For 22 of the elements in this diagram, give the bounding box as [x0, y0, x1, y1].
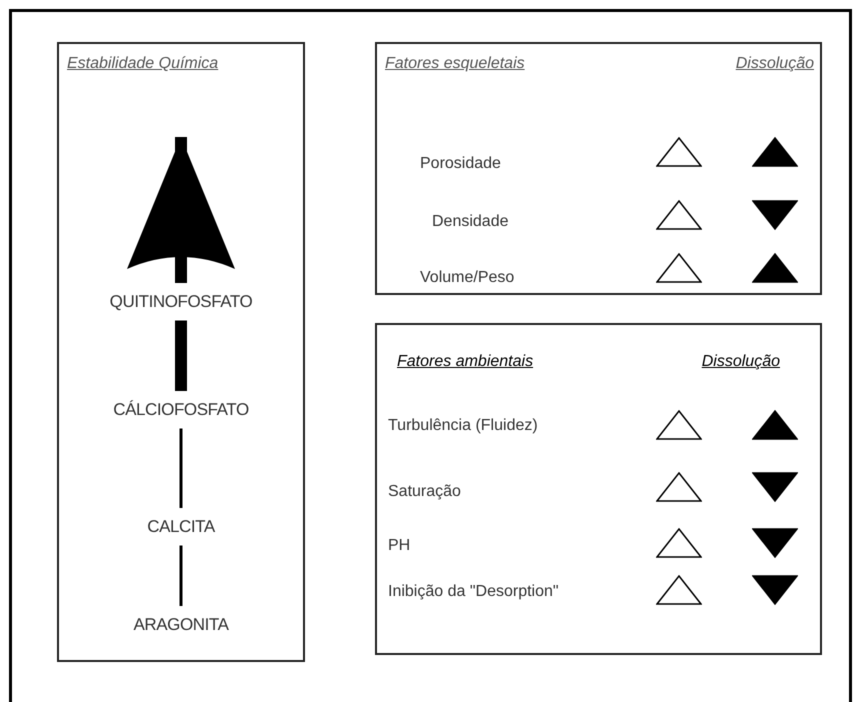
- factor-label: Saturação: [388, 482, 461, 502]
- factor-label: Densidade: [432, 212, 508, 232]
- factor-label: Turbulência (Fluidez): [388, 416, 538, 436]
- panel-heading: Estabilidade Química: [67, 54, 218, 74]
- panel-heading: Fatores ambientais: [397, 352, 534, 372]
- panel-heading: Dissolução: [736, 54, 814, 74]
- mineral-label: CÁLCIOFOSFATO: [113, 397, 249, 422]
- factor-label: PH: [388, 536, 410, 556]
- mineral-label: QUITINOFOSFATO: [110, 289, 252, 314]
- factor-label: Porosidade: [420, 154, 501, 174]
- factor-label: Inibição da "Desorption": [388, 582, 559, 602]
- panel-box: [375, 42, 822, 295]
- connector-line: [180, 428, 182, 508]
- connector-line: [175, 320, 187, 391]
- panel-heading: Dissolução: [702, 352, 780, 372]
- panel-box: [57, 42, 305, 662]
- panel-heading: Fatores esqueletais: [385, 54, 525, 74]
- connector-line: [180, 546, 182, 606]
- factor-label: Volume/Peso: [420, 268, 514, 288]
- mineral-label: ARAGONITA: [133, 612, 229, 638]
- panel-box: [375, 323, 822, 655]
- mineral-label: CALCITA: [147, 514, 215, 540]
